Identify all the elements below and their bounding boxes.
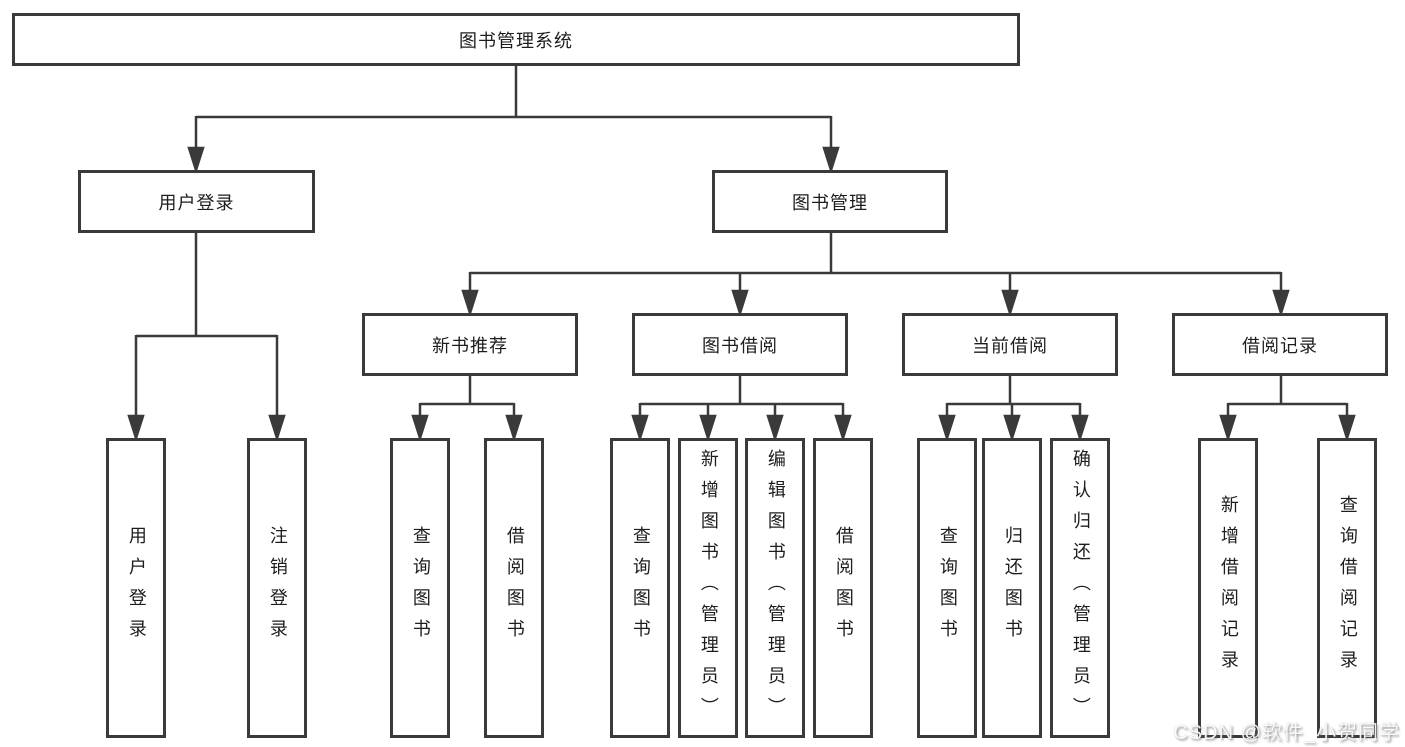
watermark: CSDN @软件_小贺同学: [1173, 722, 1400, 744]
leaf-query-books: 查询图书: [390, 438, 450, 738]
node-library-management-system: 图书管理系统: [12, 13, 1020, 66]
leaf-query-books-3: 查询图书: [917, 438, 977, 738]
leaf-query-borrow-record: 查询借阅记录: [1317, 438, 1377, 738]
leaf-query-books-2: 查询图书: [610, 438, 670, 738]
leaf-borrow-books: 借阅图书: [484, 438, 544, 738]
leaf-logout-login: 注销登录: [247, 438, 307, 738]
leaf-borrow-books-2: 借阅图书: [813, 438, 873, 738]
node-book-borrowing: 图书借阅: [632, 313, 848, 376]
node-borrowing-records: 借阅记录: [1172, 313, 1388, 376]
node-user-login: 用户登录: [78, 170, 315, 233]
leaf-edit-books-admin: 编辑图书（管理员）: [745, 438, 805, 738]
leaf-add-books-admin: 新增图书（管理员）: [678, 438, 738, 738]
node-book-management: 图书管理: [712, 170, 948, 233]
leaf-user-login: 用户登录: [106, 438, 166, 738]
leaf-return-books: 归还图书: [982, 438, 1042, 738]
leaf-confirm-return-admin: 确认归还（管理员）: [1050, 438, 1110, 738]
node-current-borrowing: 当前借阅: [902, 313, 1118, 376]
node-new-book-recommendation: 新书推荐: [362, 313, 578, 376]
leaf-add-borrow-record: 新增借阅记录: [1198, 438, 1258, 738]
